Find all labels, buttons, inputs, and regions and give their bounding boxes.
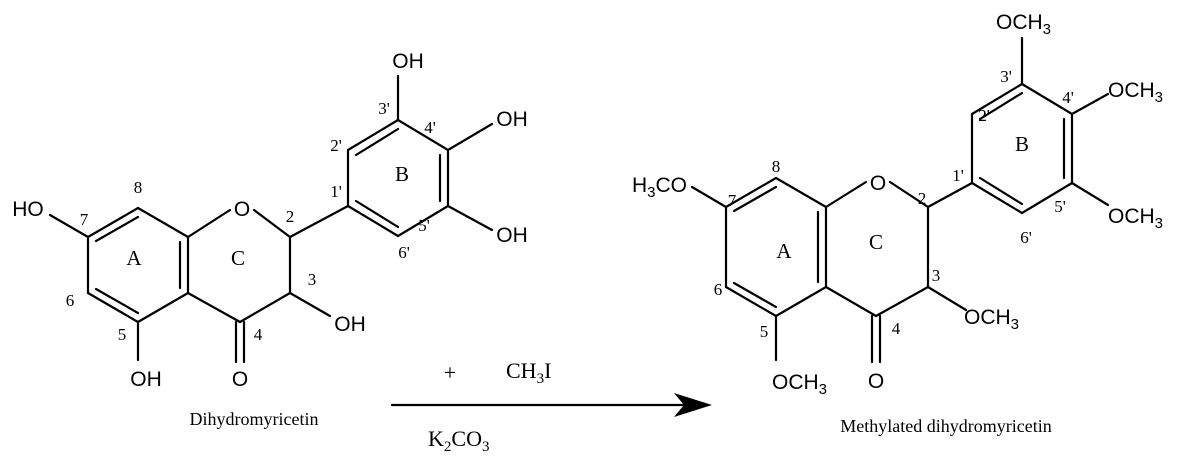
product-position-8: 8	[772, 157, 781, 176]
reactant-position-8: 8	[134, 178, 143, 197]
product-position-6prime: 6'	[1020, 228, 1032, 247]
product-3-methoxy-label: OCH3	[964, 306, 1019, 333]
reactant-3-hydroxyl-label: OH	[334, 313, 366, 336]
product-ring-b-label: B	[1015, 132, 1029, 156]
methyl-iodide-ch: CH	[506, 358, 537, 383]
reactant-ring-a-label: A	[126, 246, 142, 270]
product-position-7: 7	[728, 191, 737, 210]
reactant-position-6prime: 6'	[398, 243, 410, 262]
product-position-5: 5	[760, 322, 769, 341]
methylated-dihydromyricetin-structure: O O OCH3 OCH3 OCH3 OCH3 OCH3 H3CO 8 7 6 …	[632, 11, 1163, 436]
reactant-position-2prime: 2'	[330, 136, 342, 155]
reactant-carbonyl-oxygen-label: O	[232, 368, 248, 391]
reactant-position-5: 5	[118, 325, 127, 344]
reactant-position-2: 2	[286, 207, 295, 226]
product-position-5prime: 5'	[1054, 197, 1066, 216]
reactant-ring-b-label: B	[395, 162, 409, 186]
product-carbonyl-oxygen-label: O	[868, 370, 884, 393]
base-co: CO	[451, 426, 482, 451]
product-position-4prime: 4'	[1062, 88, 1074, 107]
product-7-methoxy-label: H3CO	[632, 174, 687, 201]
product-position-4: 4	[892, 319, 901, 338]
reactant-position-1prime: 1'	[330, 182, 342, 201]
reactant-ring-c-label: C	[231, 246, 245, 270]
plus-sign: +	[444, 360, 456, 385]
reactant-position-4: 4	[254, 325, 263, 344]
reactant-5-hydroxyl-label: OH	[130, 368, 162, 391]
base-k-subscript: 2	[444, 439, 452, 455]
reactant-position-3prime: 3'	[378, 99, 390, 118]
potassium-carbonate-base: K2CO3	[428, 426, 489, 455]
product-4prime-methoxy-label: OCH3	[1108, 79, 1163, 106]
product-5prime-methoxy-label: OCH3	[1108, 205, 1163, 232]
product-3prime-methoxy-label: OCH3	[996, 11, 1051, 38]
reactant-bonds	[48, 74, 494, 364]
reactant-position-5prime: 5'	[418, 216, 430, 235]
methyl-iodide-i: I	[544, 358, 551, 383]
product-position-1prime: 1'	[952, 166, 964, 185]
reactant-position-3: 3	[308, 270, 317, 289]
dihydromyricetin-structure: O O OH OH HO OH OH OH 8 7 6 5 4 3 2 1' 2…	[12, 50, 528, 429]
methyl-iodide-subscript: 3	[537, 371, 545, 387]
product-position-3: 3	[932, 266, 941, 285]
product-ring-oxygen-label: O	[870, 172, 886, 195]
product-name-caption: Methylated dihydromyricetin	[840, 416, 1051, 436]
reactant-position-6: 6	[66, 291, 75, 310]
reactant-position-7: 7	[80, 210, 89, 229]
product-position-2prime: 2'	[978, 106, 990, 125]
reaction-arrow	[390, 393, 712, 417]
reactant-7-hydroxyl-label: HO	[12, 198, 44, 221]
product-position-3prime: 3'	[1000, 67, 1012, 86]
product-ring-a-label: A	[776, 239, 792, 263]
reactant-5prime-hydroxyl-label: OH	[496, 224, 528, 247]
product-position-6: 6	[714, 280, 723, 299]
reactant-name-caption: Dihydromyricetin	[190, 409, 319, 429]
product-position-2: 2	[918, 189, 927, 208]
product-ring-c-label: C	[869, 230, 883, 254]
product-5-methoxy-label: OCH3	[772, 371, 827, 398]
product-bonds	[690, 36, 1110, 364]
reactant-ring-oxygen-label: O	[234, 198, 250, 221]
reactant-4prime-hydroxyl-label: OH	[496, 108, 528, 131]
reactant-3prime-hydroxyl-label: OH	[392, 50, 424, 73]
reactant-position-4prime: 4'	[424, 118, 436, 137]
methyl-iodide-reagent: CH3I	[506, 358, 551, 387]
reaction-conditions: + CH3I K2CO3	[390, 358, 712, 455]
base-co-subscript: 3	[482, 439, 490, 455]
base-k: K	[428, 426, 444, 451]
